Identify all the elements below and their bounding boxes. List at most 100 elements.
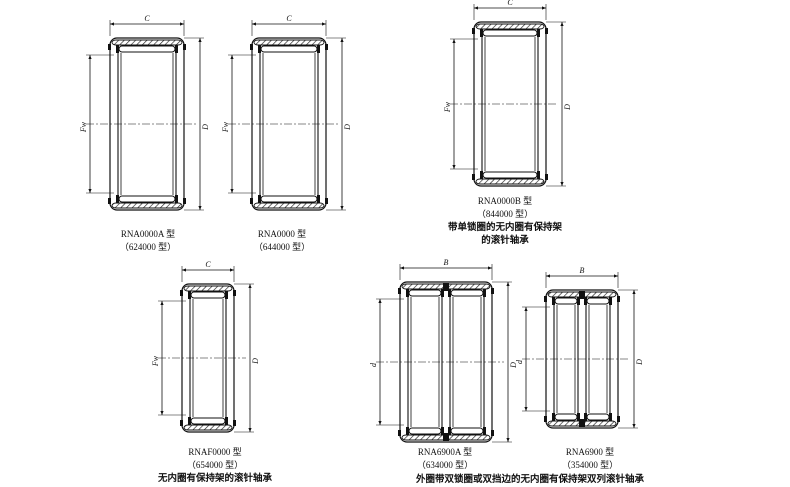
- cage: [188, 417, 191, 425]
- cage: [577, 297, 580, 305]
- lip: [183, 198, 186, 204]
- lip: [472, 174, 475, 180]
- lip: [491, 430, 494, 436]
- cage: [317, 45, 320, 53]
- lip: [233, 420, 236, 426]
- lip: [545, 174, 548, 180]
- cage: [448, 289, 451, 297]
- caption-model: RNA0000 型: [257, 229, 307, 239]
- diameter-label: D: [509, 362, 518, 369]
- caption-double-row-shared: 外圈带双锁圈或双挡边的无内圈有保持架双列滚针轴承: [415, 474, 644, 485]
- lip: [544, 296, 547, 302]
- arrowhead: [378, 299, 382, 303]
- caption-rna0000a: RNA0000A 型 （624000 型）: [88, 228, 208, 254]
- bore-label: Fw: [221, 121, 230, 133]
- needle-roller: [190, 417, 226, 425]
- arrowhead: [248, 284, 252, 288]
- width-label: B: [580, 266, 585, 275]
- cage: [406, 427, 409, 435]
- lip: [108, 44, 111, 50]
- diameter-label: D: [201, 124, 210, 131]
- outer-ring-section: [183, 285, 233, 292]
- cage: [116, 45, 119, 53]
- lip: [250, 198, 253, 204]
- cage: [577, 413, 580, 421]
- bearing-drawing-rna6900: B Dd: [515, 266, 644, 429]
- bore-label: d: [515, 359, 524, 364]
- arrowhead: [88, 189, 92, 193]
- lip: [545, 28, 548, 34]
- caption-rna0000b: RNA0000B 型 （844000 型） 带单锁圈的无内圈有保持架 的滚针轴承: [430, 195, 580, 247]
- bearing-drawing-rna6900a: B Dd: [369, 258, 518, 443]
- arrowhead: [378, 421, 382, 425]
- arrowhead: [488, 266, 492, 270]
- cage: [317, 195, 320, 203]
- needle-roller: [554, 297, 578, 305]
- cage: [480, 29, 483, 37]
- width-label: C: [144, 14, 150, 23]
- needle-roller: [260, 45, 318, 53]
- cage: [483, 289, 486, 297]
- needle-roller: [482, 29, 538, 37]
- arrowhead: [452, 165, 456, 169]
- arrowhead: [252, 22, 256, 26]
- lip: [617, 296, 620, 302]
- caption-code: （634000 型）: [416, 460, 474, 470]
- cage: [537, 29, 540, 37]
- caption-rna6900: RNA6900 型 （354000 型）: [530, 446, 650, 472]
- needle-roller: [482, 171, 538, 179]
- arrowhead: [524, 307, 528, 311]
- width-label: C: [205, 260, 211, 269]
- needle-roller: [408, 289, 442, 297]
- cage: [537, 171, 540, 179]
- cage: [552, 413, 555, 421]
- lip: [325, 198, 328, 204]
- bearing-drawing-rna0000a: C D Fw: [79, 14, 210, 211]
- bore-label: Fw: [443, 101, 452, 113]
- cage: [406, 289, 409, 297]
- lip: [108, 198, 111, 204]
- caption-model: RNA0000B 型: [477, 196, 533, 206]
- lip: [325, 44, 328, 50]
- lip: [544, 416, 547, 422]
- arrowhead: [160, 301, 164, 305]
- needle-roller: [190, 291, 226, 299]
- arrowhead: [560, 22, 564, 26]
- caption-code: （624000 型）: [119, 242, 177, 252]
- caption-model: RNAF0000 型: [188, 447, 242, 457]
- needle-roller: [450, 427, 484, 435]
- arrowhead: [340, 38, 344, 42]
- cage: [225, 291, 228, 299]
- arrowhead: [182, 268, 186, 272]
- arrowhead: [400, 266, 404, 270]
- cage: [609, 297, 612, 305]
- outer-ring-section: [253, 202, 325, 209]
- bore-label: Fw: [79, 121, 88, 133]
- retaining-ring: [443, 283, 449, 291]
- arrowhead: [322, 22, 326, 26]
- cage: [552, 297, 555, 305]
- needle-roller: [118, 45, 176, 53]
- cage: [258, 45, 261, 53]
- bore-label: d: [369, 362, 378, 367]
- arrowhead: [474, 6, 478, 10]
- width-label: B: [444, 258, 449, 267]
- arrowhead: [506, 282, 510, 286]
- lip: [180, 290, 183, 296]
- caption-model: RNA6900 型: [565, 447, 615, 457]
- arrowhead: [88, 55, 92, 59]
- diameter-label: D: [635, 359, 644, 366]
- retaining-ring: [579, 419, 585, 427]
- cage: [188, 291, 191, 299]
- arrowhead: [110, 22, 114, 26]
- outer-ring-section: [111, 202, 183, 209]
- arrowhead: [506, 438, 510, 442]
- arrowhead: [230, 189, 234, 193]
- diameter-label: D: [343, 124, 352, 131]
- cage: [225, 417, 228, 425]
- lip: [398, 288, 401, 294]
- caption-rnaf0000: RNAF0000 型 （654000 型） 无内圈有保持架的滚针轴承: [130, 446, 300, 485]
- caption-desc: 无内圈有保持架的滚针轴承: [157, 473, 272, 484]
- cage: [584, 413, 587, 421]
